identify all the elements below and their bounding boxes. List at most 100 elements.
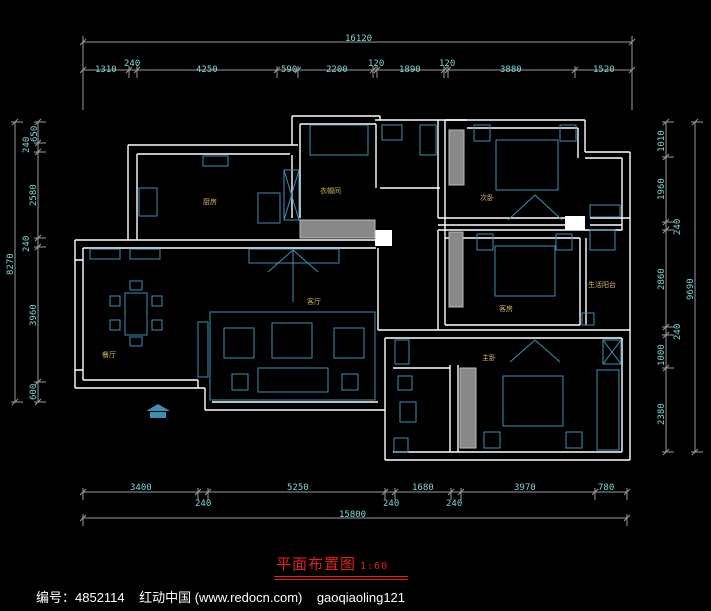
dimension-slash	[79, 38, 87, 46]
dimension-slash	[457, 488, 465, 496]
dimension-slash	[79, 514, 87, 522]
right-dimensions: 1010 1960 240 2860 240 1000 2380 9690	[657, 118, 703, 456]
dim-total-left: 8270	[6, 253, 16, 275]
dimension-slash	[662, 364, 670, 372]
dimension-slash	[628, 38, 636, 46]
dimension-slash	[691, 118, 699, 126]
dim-total-right: 9690	[686, 278, 696, 300]
title-underline	[274, 579, 408, 580]
author: gaoqiaoling121	[316, 590, 406, 605]
furniture	[89, 124, 622, 453]
dimension-slash	[373, 66, 381, 74]
dim-label: 590	[281, 65, 297, 75]
room-label-second-bedroom: 次卧	[480, 193, 494, 202]
watermark-footer: 编号：4852114 红动中国 (www.redocn.com) gaoqiao…	[36, 587, 405, 606]
dimension-slash	[204, 488, 212, 496]
dim-label: 2580	[29, 184, 39, 206]
dim-label: 2200	[326, 65, 348, 75]
dimension-slash	[662, 448, 670, 456]
dimension-slash	[662, 331, 670, 339]
dimension-slash	[662, 218, 670, 226]
dim-label: 1520	[593, 65, 615, 75]
dimension-slash	[34, 139, 42, 147]
dimension-slash	[369, 66, 377, 74]
scale-text: 1:60	[360, 561, 389, 572]
dim-label: 120	[439, 59, 455, 69]
dimension-slash	[34, 148, 42, 156]
dimension-slash	[79, 488, 87, 496]
room-label-master-bedroom: 主卧	[482, 353, 496, 362]
dimension-slash	[662, 118, 670, 126]
left-dimensions: 8270 650 240 2580 240 3960 600	[6, 118, 46, 406]
room-labels: 厨房 衣帽间 客厅 餐厅 次卧 客房 生活阳台 主卧	[102, 186, 616, 362]
dim-label: 120	[368, 59, 384, 69]
dim-label: 240	[673, 324, 683, 340]
dimension-slash	[273, 66, 281, 74]
walls	[74, 115, 631, 461]
dim-label: 4250	[196, 65, 218, 75]
room-label-kitchen: 厨房	[203, 197, 217, 206]
dim-total-bottom: 15800	[339, 510, 366, 520]
title-text: 平面布置图	[276, 555, 357, 573]
dim-label: 2380	[657, 403, 667, 425]
dim-label: 3400	[130, 483, 152, 493]
room-label-living-room: 客厅	[307, 297, 321, 306]
dimension-slash	[623, 488, 631, 496]
dim-label: 2860	[657, 268, 667, 290]
dim-label: 1960	[657, 178, 667, 200]
dim-label: 240	[124, 59, 140, 69]
dim-label: 1000	[657, 344, 667, 366]
top-dimensions: 16120 1310 240 4250 590 2200 120 1890 12…	[79, 34, 636, 110]
room-label-utility-balcony: 生活阳台	[588, 280, 616, 289]
dimension-slash	[591, 488, 599, 496]
dimension-slash	[11, 118, 19, 126]
dimension-slash	[34, 234, 42, 242]
dimension-slash	[447, 488, 455, 496]
dim-label: 3880	[500, 65, 522, 75]
dim-label: 5250	[287, 483, 309, 493]
dim-label: 240	[195, 499, 211, 509]
room-label-dining-room: 餐厅	[102, 350, 116, 359]
dim-label: 240	[22, 137, 32, 153]
dimension-slash	[662, 226, 670, 234]
dim-label: 240	[383, 499, 399, 509]
image-id: 编号：4852114	[36, 590, 125, 605]
dimension-slash	[571, 66, 579, 74]
dimension-slash	[381, 488, 389, 496]
dimension-slash	[623, 514, 631, 522]
dimension-slash	[691, 448, 699, 456]
dim-label: 240	[446, 499, 462, 509]
dimension-slash	[133, 66, 141, 74]
dim-label: 240	[22, 236, 32, 252]
dim-total-top: 16120	[345, 34, 372, 44]
dim-label: 3970	[514, 483, 536, 493]
dimension-slash	[662, 153, 670, 161]
dimension-slash	[628, 66, 636, 74]
dim-label: 600	[29, 384, 39, 400]
dim-label: 1310	[95, 65, 117, 75]
dim-label: 1010	[657, 130, 667, 152]
room-label-guest-room: 客房	[499, 304, 513, 313]
bottom-dimensions: 3400 240 5250 240 1680 240 3970 780 1580…	[79, 483, 631, 526]
dimension-slash	[34, 378, 42, 386]
site-credit: 红动中国 (www.redocn.com)	[139, 590, 303, 605]
dim-label: 650	[30, 126, 40, 142]
dimension-slash	[125, 66, 133, 74]
dimension-slash	[34, 398, 42, 406]
dimension-slash	[194, 488, 202, 496]
dimension-slash	[34, 243, 42, 251]
dim-label: 1890	[399, 65, 421, 75]
dim-label: 3960	[29, 304, 39, 326]
room-label-cloakroom: 衣帽间	[320, 186, 341, 195]
dim-label: 240	[673, 219, 683, 235]
dimension-slash	[11, 398, 19, 406]
dimension-slash	[444, 66, 452, 74]
dim-label: 1680	[412, 483, 434, 493]
dimension-slash	[79, 66, 87, 74]
dimension-slash	[662, 323, 670, 331]
dimension-slash	[34, 118, 42, 126]
dimension-slash	[294, 66, 302, 74]
title-underline	[274, 576, 408, 577]
